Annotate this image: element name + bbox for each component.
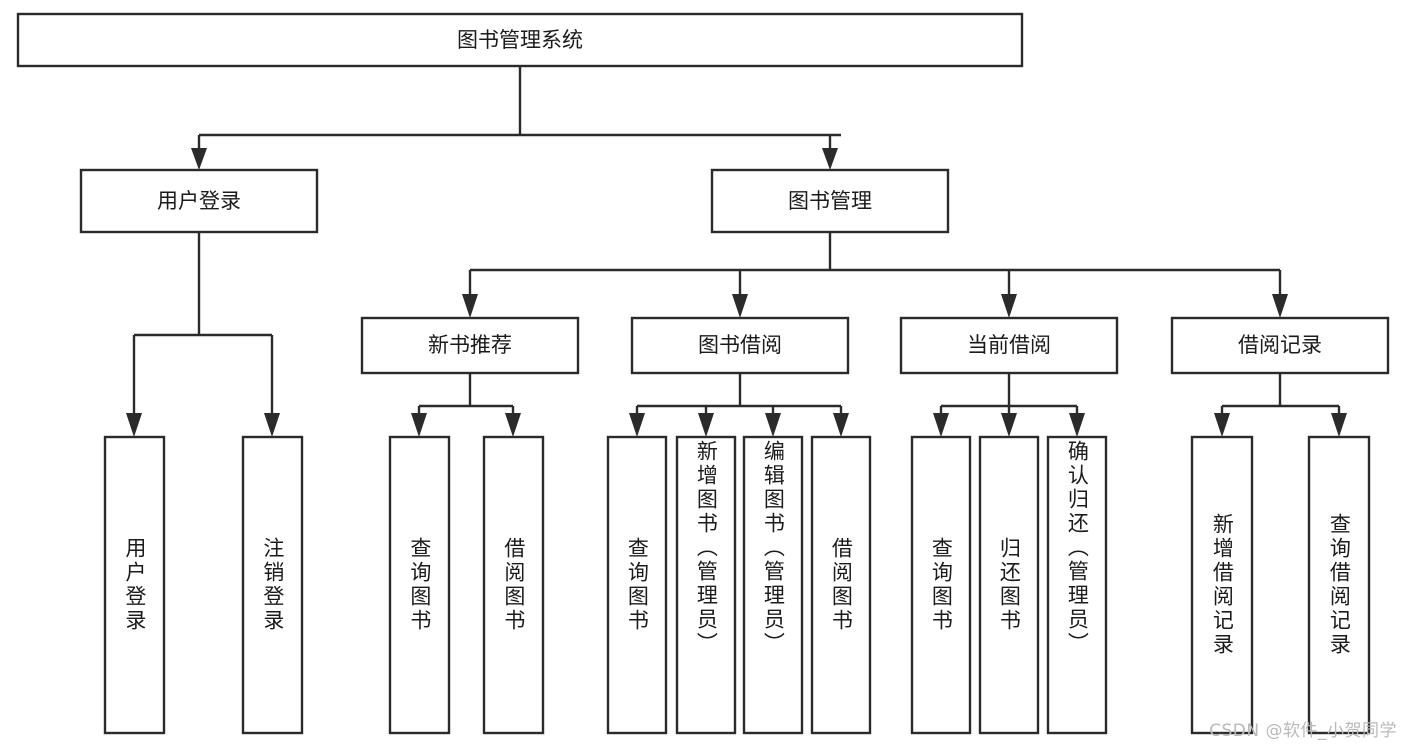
arrow-head-leaf-user-login-1 bbox=[126, 413, 142, 437]
node-book-borrow-box[interactable] bbox=[630, 316, 850, 375]
arrow-head-leaf-current-borrow-3 bbox=[1069, 413, 1085, 437]
node-book-borrow-label: 图书借阅 bbox=[698, 333, 782, 357]
arrow-head-leaf-borrow-record-1 bbox=[1214, 413, 1230, 437]
leaf-box-group-new-book-recommend bbox=[388, 435, 545, 735]
node-user-login-box[interactable] bbox=[79, 168, 319, 234]
leaf-box-user-login-2[interactable] bbox=[241, 435, 304, 735]
node-current-borrow[interactable]: 当前借阅 bbox=[899, 316, 1119, 375]
node-user-login[interactable]: 用户登录 bbox=[79, 168, 319, 234]
leaf-box-book-borrow-3[interactable] bbox=[742, 435, 804, 735]
connector-group-root-to-level2 bbox=[191, 66, 841, 170]
leaf-box-book-borrow-2[interactable] bbox=[675, 435, 737, 735]
leaf-box-book-borrow-1[interactable] bbox=[606, 435, 668, 735]
connector-group-book-borrow-to-leaves bbox=[629, 373, 849, 437]
arrow-head-leaf-borrow-record-2 bbox=[1331, 413, 1347, 437]
arrow-head-leaf-new-book-1 bbox=[411, 413, 427, 437]
leaf-box-current-borrow-2[interactable] bbox=[978, 435, 1040, 735]
leaf-box-group-current-borrow bbox=[910, 435, 1108, 735]
leaf-box-user-login-1[interactable] bbox=[103, 435, 166, 735]
connector-group-book-manage-to-level3 bbox=[462, 232, 1288, 318]
arrow-head-leaf-user-login-2 bbox=[264, 413, 280, 437]
arrow-head-leaf-current-borrow-2 bbox=[1001, 413, 1017, 437]
leaf-box-group-borrow-record bbox=[1190, 435, 1371, 735]
node-book-manage-box[interactable] bbox=[710, 168, 950, 234]
node-borrow-record-box[interactable] bbox=[1170, 316, 1390, 375]
arrow-head-leaf-current-borrow-1 bbox=[933, 413, 949, 437]
node-current-borrow-label: 当前借阅 bbox=[967, 333, 1051, 357]
node-root[interactable]: 图书管理系统 bbox=[16, 12, 1024, 68]
leaf-box-current-borrow-3[interactable] bbox=[1046, 435, 1108, 735]
leaf-box-group-user-login bbox=[103, 435, 304, 735]
connector-group-user-login-to-leaves bbox=[126, 232, 280, 437]
arrow-head-borrow-record bbox=[1272, 294, 1288, 318]
connector-group-new-book-to-leaves bbox=[411, 373, 521, 437]
watermark-csdn: CSDN @软件_小贺同学 bbox=[1209, 721, 1397, 741]
node-borrow-record-label: 借阅记录 bbox=[1238, 333, 1322, 357]
arrow-head-leaf-book-borrow-1 bbox=[629, 413, 645, 437]
arrow-head-leaf-book-borrow-4 bbox=[833, 413, 849, 437]
node-current-borrow-box[interactable] bbox=[899, 316, 1119, 375]
arrow-head-book-manage bbox=[822, 148, 838, 170]
node-borrow-record[interactable]: 借阅记录 bbox=[1170, 316, 1390, 375]
arrow-head-leaf-book-borrow-3 bbox=[765, 413, 781, 437]
leaf-box-new-book-1[interactable] bbox=[388, 435, 451, 735]
connector-group-current-borrow-to-leaves bbox=[933, 373, 1085, 437]
arrow-head-current-borrow bbox=[1001, 294, 1017, 318]
node-root-box[interactable] bbox=[16, 12, 1024, 68]
leaf-box-group-book-borrow bbox=[606, 435, 872, 735]
leaf-box-book-borrow-4[interactable] bbox=[810, 435, 872, 735]
arrow-head-leaf-new-book-2 bbox=[505, 413, 521, 437]
node-book-manage-label: 图书管理 bbox=[788, 189, 872, 213]
node-book-borrow[interactable]: 图书借阅 bbox=[630, 316, 850, 375]
leaf-box-new-book-2[interactable] bbox=[482, 435, 545, 735]
node-new-book-recommend-box[interactable] bbox=[360, 316, 580, 375]
node-new-book-recommend[interactable]: 新书推荐 bbox=[360, 316, 580, 375]
leaf-box-borrow-record-2[interactable] bbox=[1307, 435, 1371, 735]
node-root-label: 图书管理系统 bbox=[457, 28, 583, 52]
arrow-head-book-borrow bbox=[732, 294, 748, 318]
leaf-box-current-borrow-1[interactable] bbox=[910, 435, 972, 735]
arrow-head-new-book bbox=[462, 294, 478, 318]
arrow-head-leaf-book-borrow-2 bbox=[698, 413, 714, 437]
node-book-manage[interactable]: 图书管理 bbox=[710, 168, 950, 234]
arrow-head-user-login bbox=[191, 148, 207, 170]
node-user-login-label: 用户登录 bbox=[157, 189, 241, 213]
node-new-book-recommend-label: 新书推荐 bbox=[428, 333, 512, 357]
leaf-box-borrow-record-1[interactable] bbox=[1190, 435, 1254, 735]
connector-group-borrow-record-to-leaves bbox=[1214, 373, 1347, 437]
